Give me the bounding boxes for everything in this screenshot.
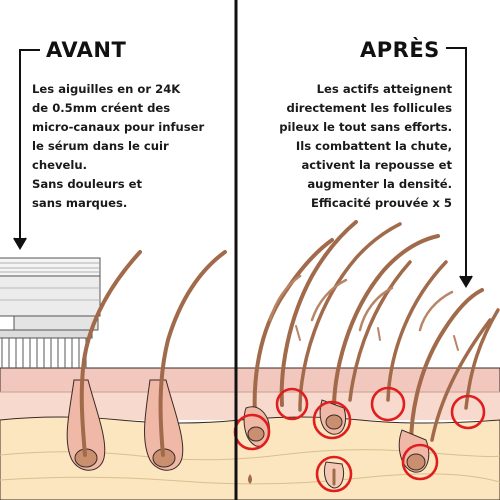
microneedle-device [0,257,101,368]
after-line: Les actifs atteignent [316,82,452,96]
after-line: pileux le tout sans efforts. [279,120,452,134]
before-line: de 0.5mm créent des [32,101,171,115]
highlight-ring [312,400,352,440]
after-line: activent la repousse et [301,158,452,172]
before-line: chevelu. [32,158,88,172]
after-line: directement les follicules [286,101,452,115]
avant-arrow-icon [13,49,40,250]
before-description: Les aiguilles en or 24K de 0.5mm créent … [32,80,204,213]
before-line: Les aiguilles en or 24K [32,82,181,96]
after-line: augmenter la densité. [307,177,452,191]
before-follicles [66,250,227,471]
before-line: micro-canaux pour infuser [32,120,205,134]
highlight-ring [275,387,309,421]
after-hairs [252,220,500,464]
highlight-ring [315,455,353,493]
after-description: Les actifs atteignent directement les fo… [279,80,452,213]
highlight-ring [450,394,486,430]
apres-arrow-icon [446,47,473,288]
after-follicles [243,399,430,489]
before-title: AVANT [46,38,127,62]
before-line: Sans douleurs et [32,177,143,191]
highlight-ring [401,443,439,481]
highlight-rings [233,386,486,493]
before-line: le sérum dans le cuir [32,139,169,153]
after-title: APRÈS [360,38,440,62]
before-line: sans marques. [32,196,128,210]
after-line: Ils combattent la chute, [295,139,452,153]
highlight-ring [370,386,406,422]
after-line: Efficacité prouvée x 5 [311,196,452,210]
